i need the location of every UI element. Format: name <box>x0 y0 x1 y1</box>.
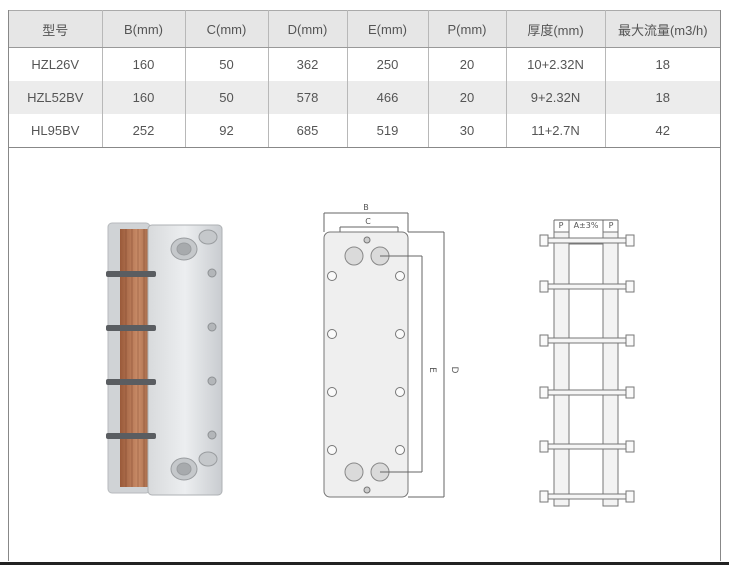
cell-b: 160 <box>102 81 186 114</box>
header-max-flow: 最大流量(m3/h) <box>605 10 720 48</box>
dim-label-c: C <box>365 217 371 226</box>
dim-label-e: E <box>427 367 437 373</box>
front-view-drawing: B C E D <box>323 203 459 498</box>
dim-label-d: D <box>449 367 459 374</box>
content-frame <box>8 10 721 561</box>
dim-label-a: A±3% <box>574 221 599 230</box>
frame-plates-side <box>553 231 619 507</box>
header-e: E(mm) <box>347 10 429 48</box>
cell-p: 20 <box>428 47 507 81</box>
cell-p: 20 <box>428 81 507 114</box>
dim-label-p-left: P <box>559 221 564 230</box>
cell-model: HZL52BV <box>9 81 103 114</box>
cell-model: HZL26V <box>9 47 103 81</box>
header-model: 型号 <box>9 10 103 48</box>
side-view-drawing: P A±3% P <box>539 219 635 507</box>
cell-max-flow: 42 <box>605 114 720 148</box>
cell-thickness: 9+2.32N <box>506 81 606 114</box>
bolt-holes <box>327 236 405 494</box>
cell-max-flow: 18 <box>655 90 670 105</box>
nuts-side <box>539 234 635 503</box>
frame-nuts <box>207 268 217 440</box>
table-header-row: 型号 B(mm) C(mm) D(mm) E(mm) P(mm) 厚度(mm) … <box>9 10 720 48</box>
cell-d: 685 <box>268 114 348 148</box>
cell-thickness: 10+2.32N <box>506 47 606 81</box>
table-row: HZL52BV 160 50 578 466 20 9+2.32N 18 <box>9 81 720 114</box>
dim-label-b: B <box>363 203 369 212</box>
cell-b: 160 <box>102 47 186 81</box>
dim-label-p-right: P <box>609 221 614 230</box>
cell-p: 30 <box>428 114 507 148</box>
heat-exchanger-photo <box>106 222 223 496</box>
front-frame-plate <box>147 224 223 496</box>
table-row: HL95BV 252 92 685 519 30 11+2.7N 42 <box>9 114 720 148</box>
cell-thickness: 11+2.7N <box>506 114 606 148</box>
cell-max-flow: 18 <box>655 57 670 72</box>
header-b: B(mm) <box>102 10 186 48</box>
header-thickness: 厚度(mm) <box>506 10 606 48</box>
cell-c: 50 <box>185 47 269 81</box>
spec-table: 型号 B(mm) C(mm) D(mm) E(mm) P(mm) 厚度(mm) … <box>9 10 720 148</box>
plate-outline <box>323 231 409 498</box>
header-p: P(mm) <box>428 10 507 48</box>
tie-bolts <box>106 271 156 439</box>
cell-c: 50 <box>185 81 269 114</box>
cell-d: 578 <box>268 81 348 114</box>
port-nozzles <box>170 229 218 481</box>
header-c: C(mm) <box>185 10 269 48</box>
cell-d: 362 <box>268 47 348 81</box>
cell-c: 92 <box>185 114 269 148</box>
cell-e: 466 <box>347 81 429 114</box>
cell-e: 250 <box>347 47 429 81</box>
cell-model: HL95BV <box>9 114 103 148</box>
header-d: D(mm) <box>268 10 348 48</box>
cell-b: 252 <box>102 114 186 148</box>
cell-e: 519 <box>347 114 429 148</box>
table-row: HZL26V 160 50 362 250 20 10+2.32N 18 <box>9 47 720 81</box>
bottom-rule <box>0 562 729 565</box>
